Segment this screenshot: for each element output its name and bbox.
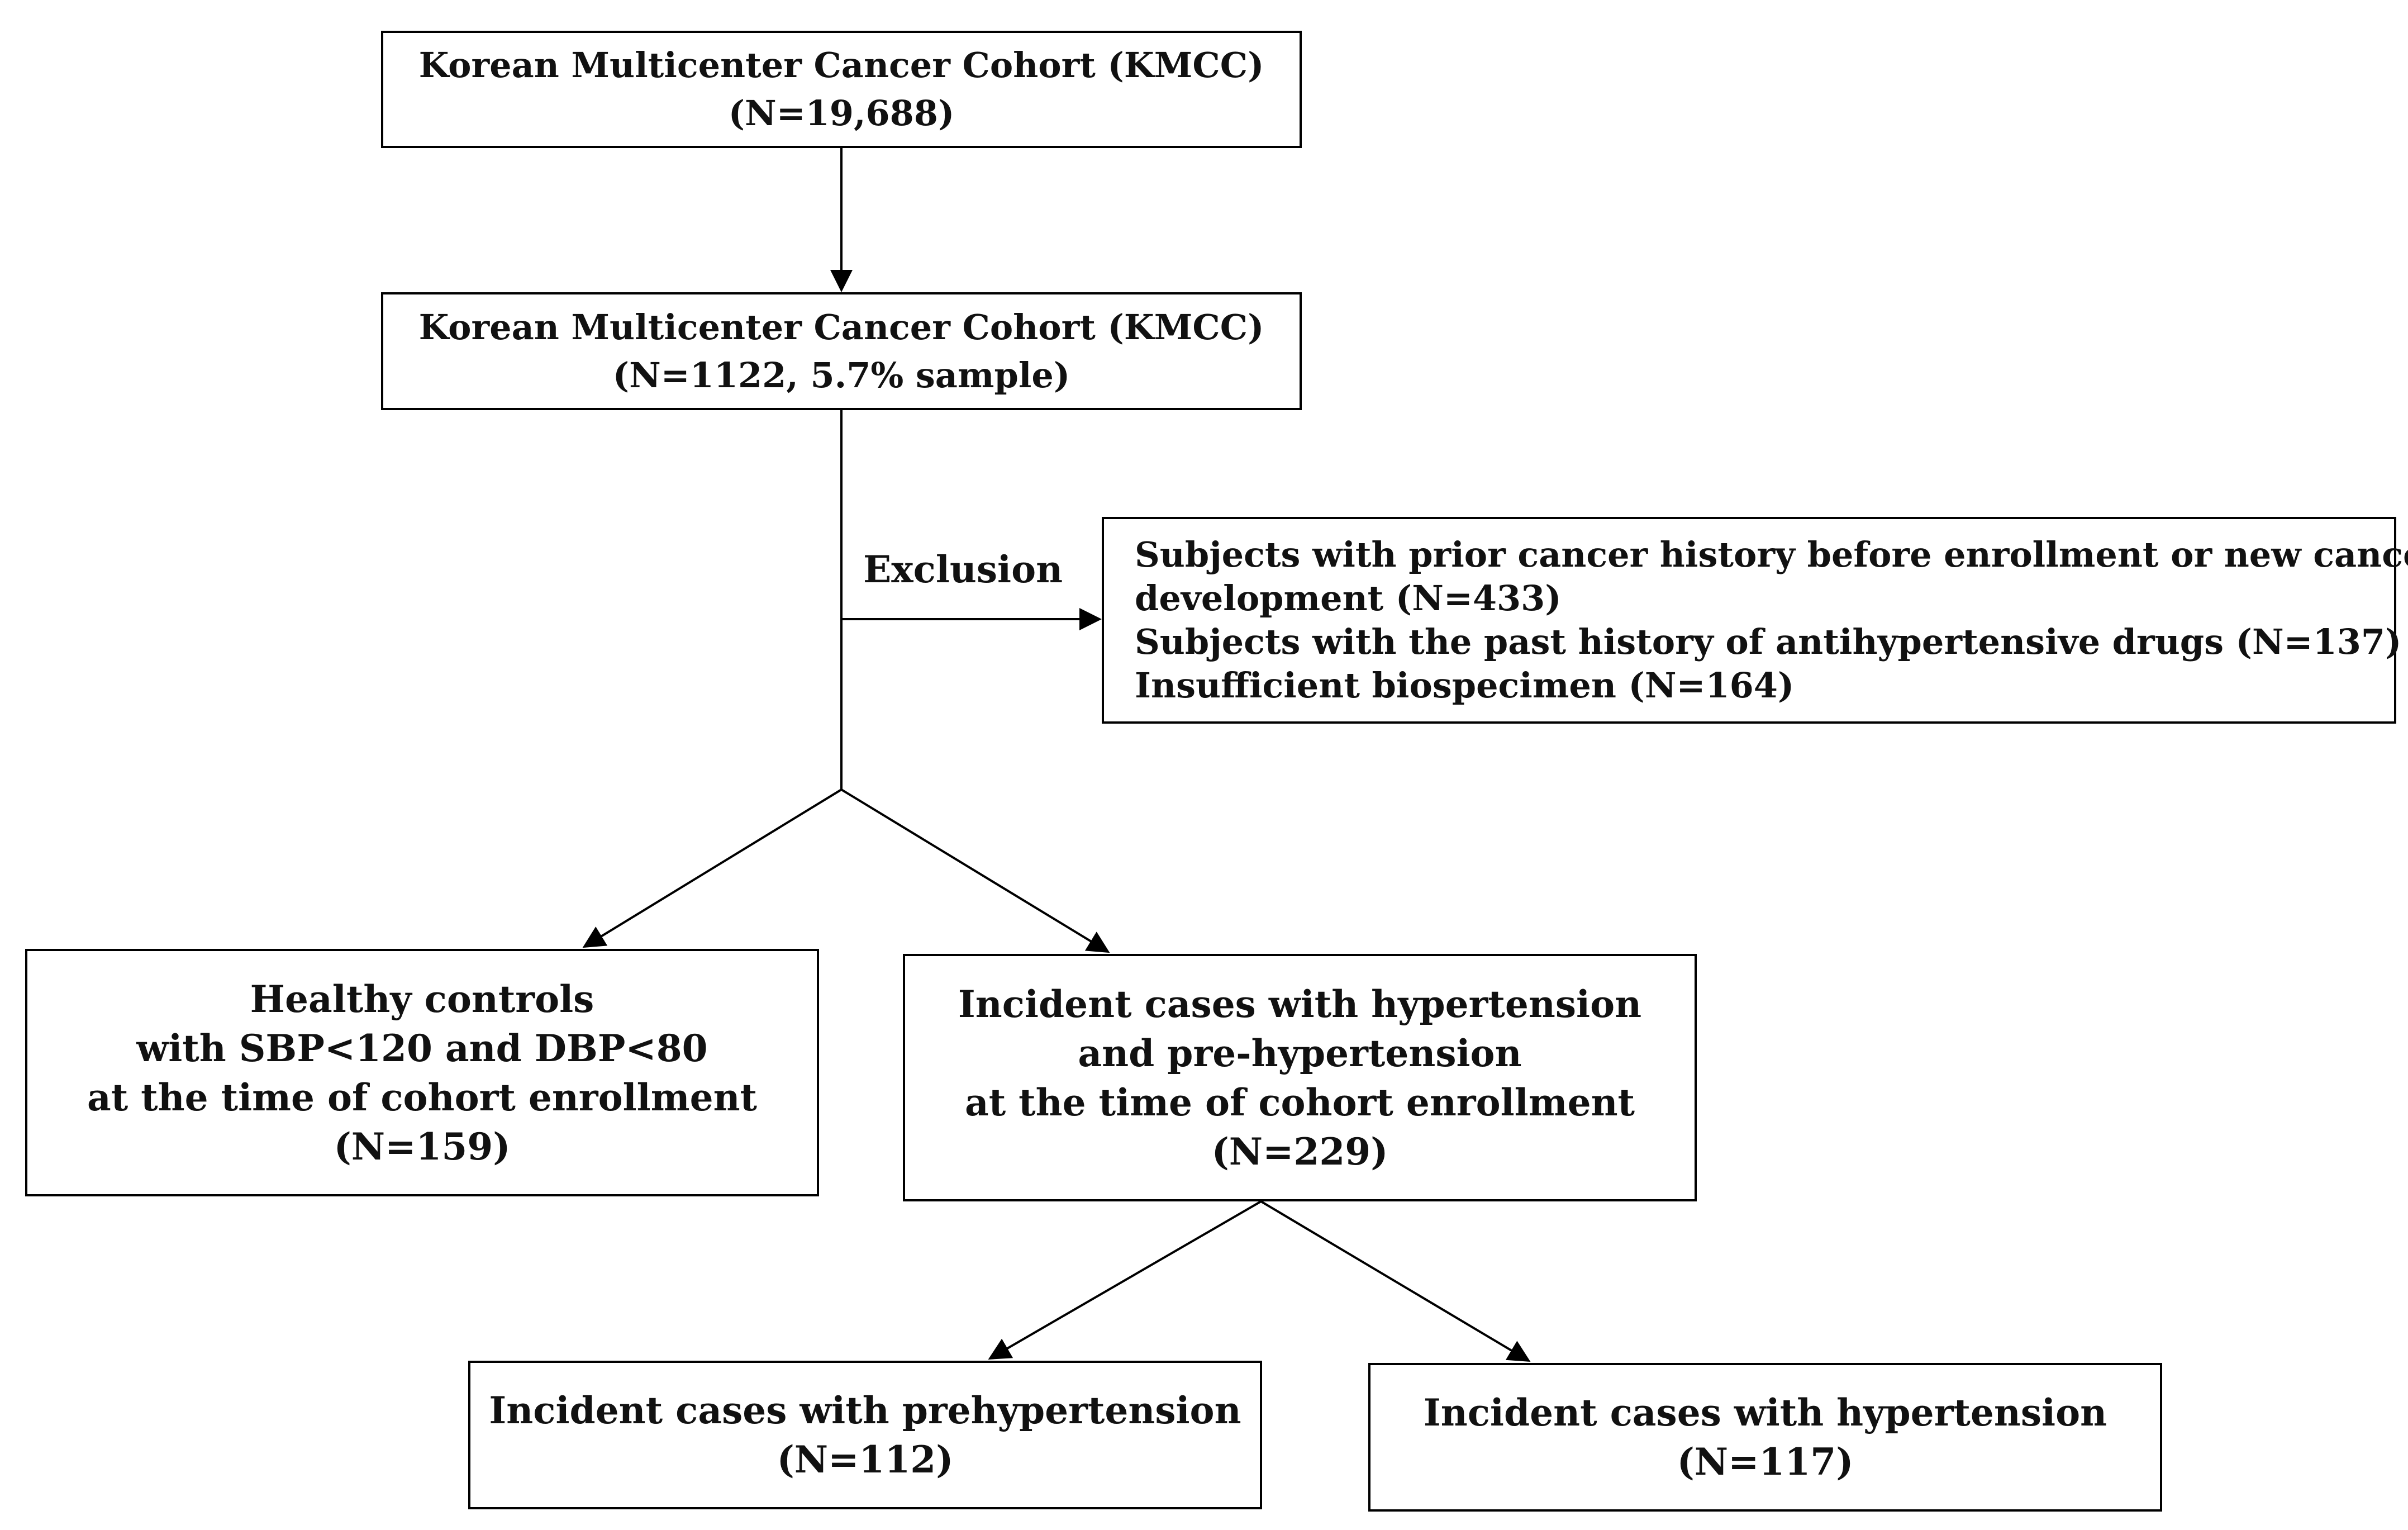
exclusion-label: Exclusion xyxy=(863,548,1063,591)
exclusion-line-1: Subjects with prior cancer history befor… xyxy=(1135,534,2408,575)
incident-all-line-3: at the time of cohort enrollment xyxy=(964,1080,1635,1124)
box-exclusion: Subjects with prior cancer history befor… xyxy=(1102,517,2408,724)
arrow-to-hyp xyxy=(1260,1200,1531,1362)
controls-line-2: with SBP<120 and DBP<80 xyxy=(136,1026,708,1070)
kmcc-total-line-1: Korean Multicenter Cancer Cohort (KMCC) xyxy=(418,45,1264,85)
arrow-to-controls xyxy=(582,788,843,948)
kmcc-sample-line-1: Korean Multicenter Cancer Cohort (KMCC) xyxy=(418,306,1264,348)
box-incident-hypertension: Incident cases with hypertension (N=117) xyxy=(1368,1363,2162,1512)
controls-line-1: Healthy controls xyxy=(250,977,594,1021)
incident-all-line-2: and pre-hypertension xyxy=(1078,1031,1522,1075)
exclusion-line-2: development (N=433) xyxy=(1135,578,1562,619)
incident-all-line-1: Incident cases with hypertension xyxy=(958,982,1642,1026)
hyp-line-2: (N=117) xyxy=(1677,1440,1854,1484)
arrow-to-incident-all xyxy=(840,788,1110,953)
exclusion-line-4: Insufficient biospecimen (N=164) xyxy=(1135,665,1795,706)
arrow-to-prehyp xyxy=(988,1200,1262,1360)
box-healthy-controls: Healthy controls with SBP<120 and DBP<80… xyxy=(25,949,819,1196)
box-kmcc-total: Korean Multicenter Cancer Cohort (KMCC) … xyxy=(381,31,1302,148)
box-kmcc-sample: Korean Multicenter Cancer Cohort (KMCC) … xyxy=(381,292,1302,410)
box-incident-prehypertension: Incident cases with prehypertension (N=1… xyxy=(468,1361,1262,1509)
kmcc-total-line-2: (N=19,688) xyxy=(728,93,955,134)
incident-all-line-4: (N=229) xyxy=(1211,1129,1388,1173)
prehyp-line-1: Incident cases with prehypertension xyxy=(489,1389,1241,1432)
prehyp-line-2: (N=112) xyxy=(777,1438,954,1481)
controls-line-4: (N=159) xyxy=(334,1124,511,1168)
exclusion-line-3: Subjects with the past history of antihy… xyxy=(1135,621,2402,662)
box-incident-cases-all: Incident cases with hypertension and pre… xyxy=(903,954,1697,1201)
controls-line-3: at the time of cohort enrollment xyxy=(87,1075,758,1119)
hyp-line-1: Incident cases with hypertension xyxy=(1423,1391,2107,1434)
kmcc-sample-line-2: (N=1122, 5.7% sample) xyxy=(612,354,1070,396)
